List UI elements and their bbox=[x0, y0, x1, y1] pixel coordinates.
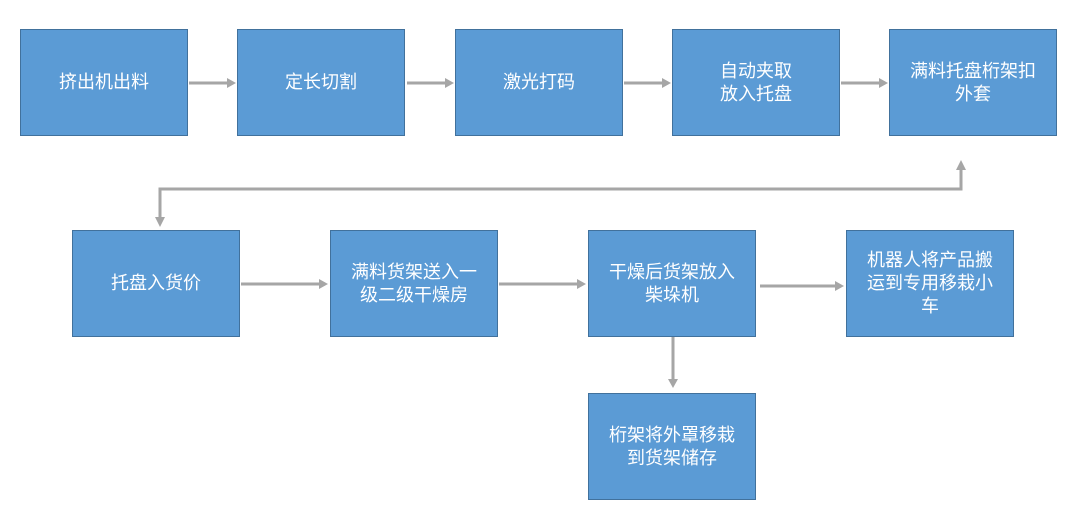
step-label-line: 桁架将外罩移栽 bbox=[609, 424, 735, 446]
step-gantry-cover: 满料托盘桁架扣 外套 bbox=[889, 29, 1057, 136]
step-label: 激光打码 bbox=[503, 72, 575, 93]
arrowhead-laser-to-pick bbox=[662, 78, 671, 88]
step-label-line: 满料托盘桁架扣 bbox=[910, 60, 1036, 82]
step-label-line: 级二级干燥房 bbox=[360, 284, 468, 306]
arrowhead-afterdry-to-robot bbox=[835, 281, 844, 291]
arrowhead-extrude-to-cut bbox=[227, 78, 236, 88]
step-label-line: 外套 bbox=[955, 83, 991, 105]
step-tray-to-rack: 托盘入货价 bbox=[72, 230, 240, 337]
arrowhead-into-rack bbox=[155, 217, 165, 227]
step-auto-pick-place: 自动夹取 放入托盘 bbox=[672, 29, 840, 136]
arrowhead-cut-to-laser bbox=[445, 78, 454, 88]
arrowhead-afterdry-to-store bbox=[668, 379, 678, 388]
step-label-line: 自动夹取 bbox=[720, 60, 792, 82]
step-label-line: 干燥后货架放入 bbox=[609, 261, 735, 283]
arrowhead-dry-to-afterdry bbox=[577, 279, 586, 289]
step-label-line: 运到专用移栽小 bbox=[867, 273, 993, 294]
step-robot-transfer: 机器人将产品搬 运到专用移栽小 车 bbox=[846, 230, 1014, 337]
step-label: 定长切割 bbox=[285, 72, 357, 93]
step-label-line: 到货架储存 bbox=[627, 447, 717, 469]
step-label-line: 机器人将产品搬 bbox=[867, 250, 993, 271]
step-label-line: 柴垛机 bbox=[645, 284, 699, 306]
step-label-line: 满料货架送入一 bbox=[351, 261, 477, 283]
arrowhead-rack-to-dry bbox=[319, 279, 328, 289]
step-gantry-storage: 桁架将外罩移栽 到货架储存 bbox=[588, 393, 756, 500]
step-label: 挤出机出料 bbox=[59, 72, 149, 93]
step-laser-marking: 激光打码 bbox=[455, 29, 623, 136]
step-label: 托盘入货价 bbox=[111, 273, 201, 294]
step-label-line: 车 bbox=[921, 296, 939, 317]
arrowhead-pick-to-gantry bbox=[879, 78, 888, 88]
step-extruder-output: 挤出机出料 bbox=[20, 29, 188, 136]
step-fixed-length-cut: 定长切割 bbox=[237, 29, 405, 136]
step-drying-room: 满料货架送入一 级二级干燥房 bbox=[330, 230, 498, 337]
step-after-drying: 干燥后货架放入 柴垛机 bbox=[588, 230, 756, 337]
step-label-line: 放入托盘 bbox=[720, 83, 792, 105]
arrowhead-gantry-up bbox=[956, 160, 966, 170]
arrow-gantry-to-rack bbox=[158, 170, 963, 218]
